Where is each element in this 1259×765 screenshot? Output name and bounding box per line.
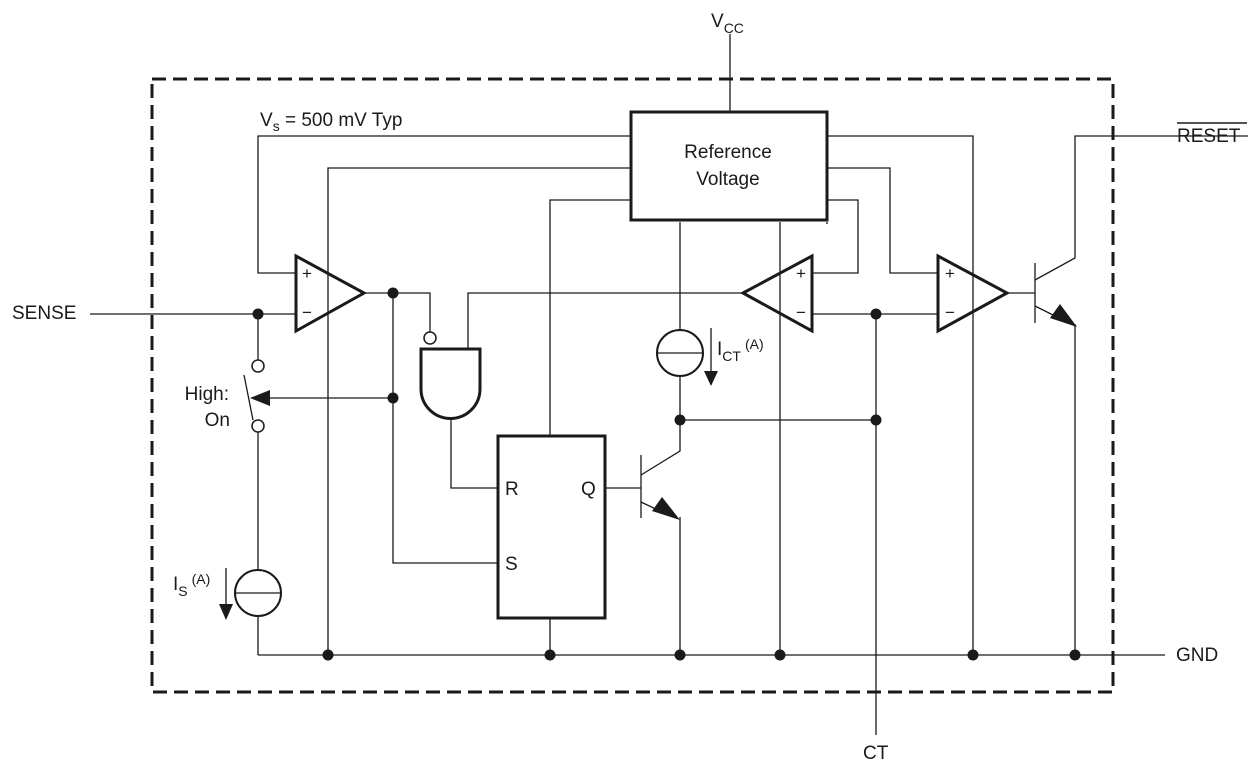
ct-pin-label: CT: [863, 743, 889, 764]
reference-label-line1: Reference: [684, 142, 772, 163]
comp3-plus: +: [945, 264, 955, 283]
is-current-source: [219, 568, 282, 620]
latch-r-label: R: [505, 479, 519, 500]
high-label: High:: [185, 384, 229, 405]
ict-current-source: [656, 328, 718, 386]
on-label: On: [205, 410, 230, 431]
junction-dots: [252, 287, 1081, 661]
output-transistor-arrow: [1050, 304, 1077, 327]
and-gate: [419, 331, 482, 420]
reset-pin-label: RESET: [1177, 126, 1241, 147]
latch-s-label: S: [505, 554, 518, 575]
comp3-minus: −: [945, 303, 955, 322]
vcc-pin-label: VCC: [711, 11, 744, 36]
comp2-minus: −: [796, 303, 806, 322]
sense-switch: [243, 359, 270, 433]
gnd-pin-label: GND: [1176, 645, 1218, 666]
wiring: [90, 34, 1248, 735]
latch-q-label: Q: [581, 479, 596, 500]
ict-label: ICT(A): [717, 336, 764, 364]
vs-annotation: Vs = 500 mV Typ: [260, 110, 402, 134]
reference-label-line2: Voltage: [696, 169, 759, 190]
comp1-plus: +: [302, 264, 312, 283]
comp1-minus: −: [302, 303, 312, 322]
sense-comparator: + −: [294, 253, 368, 334]
sense-pin-label: SENSE: [12, 303, 76, 324]
q-transistor-arrow: [652, 497, 680, 520]
ct-comparator: + −: [739, 253, 814, 334]
reference-voltage-block: Reference Voltage: [629, 110, 829, 222]
device-boundary: [150, 77, 1115, 694]
rs-latch: R S Q: [496, 434, 607, 620]
is-label: IS(A): [173, 571, 210, 599]
output-comparator: + −: [936, 253, 1011, 334]
comp2-plus: +: [796, 264, 806, 283]
